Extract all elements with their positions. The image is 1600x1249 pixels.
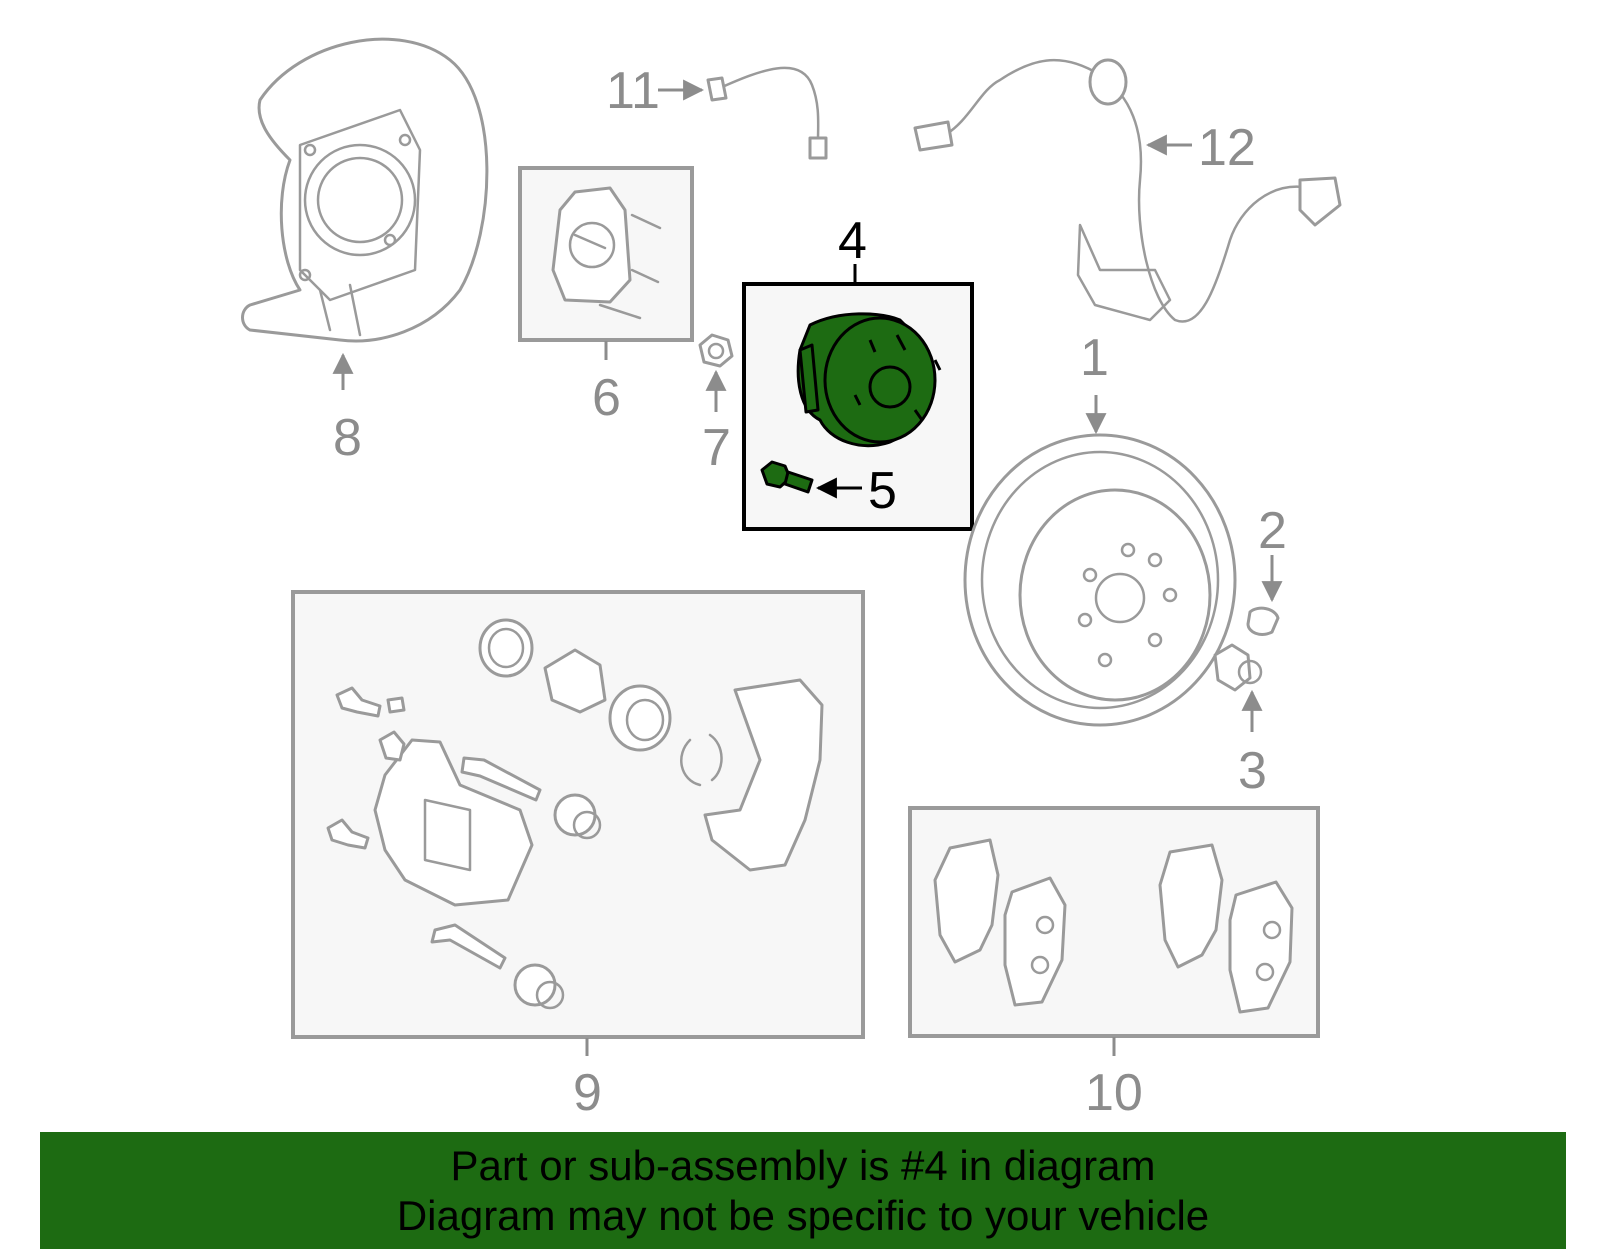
hub-bolt-part[interactable]: [760, 460, 814, 494]
callout-2: 2: [1258, 502, 1287, 560]
callout-5: 5: [868, 462, 897, 520]
brake-rotor-part[interactable]: [963, 433, 1237, 727]
brake-hose-part[interactable]: [706, 66, 828, 160]
caliper-assembly-part[interactable]: [326, 618, 824, 1010]
hub-bearing-assembly-part[interactable]: [796, 312, 942, 447]
banner-line-1: Part or sub-assembly is #4 in diagram: [450, 1141, 1156, 1189]
callout-8: 8: [333, 409, 362, 467]
brake-pads-part[interactable]: [933, 838, 1294, 1014]
abs-sensor-wire-part[interactable]: [913, 58, 1342, 323]
callout-9: 9: [573, 1064, 602, 1122]
callout-1: 1: [1080, 329, 1109, 387]
callout-11: 11: [606, 62, 660, 120]
nut-part[interactable]: [698, 333, 734, 368]
callout-10: 10: [1085, 1064, 1143, 1122]
callout-12: 12: [1198, 119, 1256, 177]
hub-nut-part[interactable]: [1213, 643, 1263, 692]
callout-3: 3: [1238, 742, 1267, 800]
dust-shield-part[interactable]: [241, 37, 489, 343]
banner-line-2: Diagram may not be specific to your vehi…: [396, 1191, 1210, 1239]
hub-carrier-part[interactable]: [551, 186, 662, 320]
callout-4: 4: [838, 212, 867, 270]
plug-part[interactable]: [1246, 606, 1280, 636]
callout-6: 6: [592, 369, 621, 427]
info-banner: Part or sub-assembly is #4 in diagram Di…: [40, 1132, 1566, 1249]
callout-7: 7: [702, 419, 731, 477]
